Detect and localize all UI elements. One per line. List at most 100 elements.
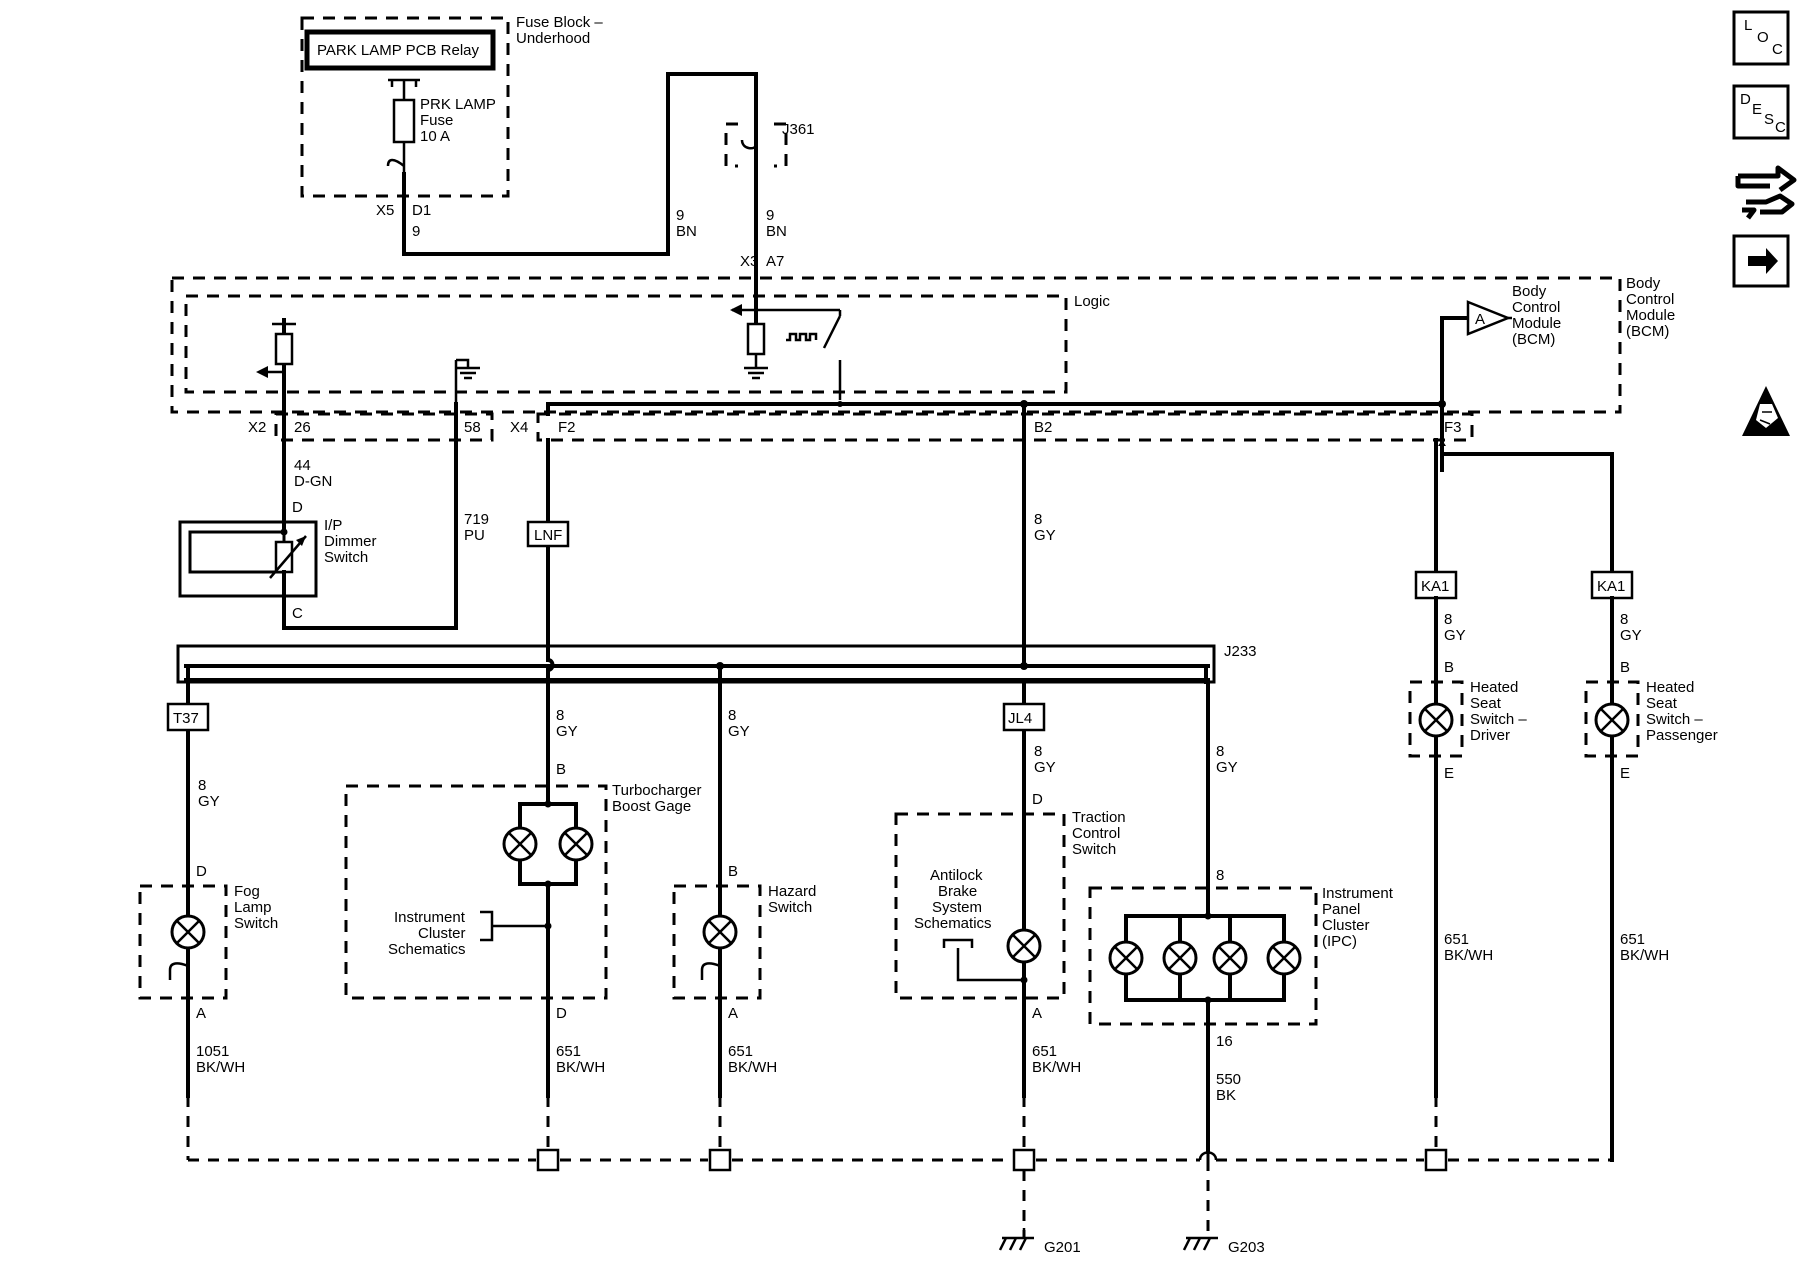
traction-label-1: Traction <box>1072 809 1126 826</box>
hazard-wire2-color: BK/WH <box>728 1059 777 1076</box>
b2-wire-color: GY <box>1034 527 1056 544</box>
seat-driver-wire2-color: BK/WH <box>1444 947 1493 964</box>
fog-wire2-num: 1051 <box>196 1043 229 1060</box>
seat-pass-label-1: Heated <box>1646 679 1694 696</box>
tag-jl4: JL4 <box>1008 710 1032 727</box>
connector-tools-icon[interactable] <box>1735 165 1797 220</box>
seat-pass-pin-b: B <box>1620 659 1630 676</box>
relay-label: PARK LAMP PCB Relay <box>317 42 480 59</box>
seat-pass-wire2-num: 651 <box>1620 931 1645 948</box>
seat-driver-label-2: Seat <box>1470 695 1502 712</box>
seat-driver-label-4: Driver <box>1470 727 1510 744</box>
wire-719-num: 719 <box>464 511 489 528</box>
seat-driver-label-1: Heated <box>1470 679 1518 696</box>
pin-f3: F3 <box>1444 419 1462 436</box>
tag-lnf: LNF <box>534 527 562 544</box>
fog-pin-d: D <box>196 863 207 880</box>
nav-desc-button[interactable]: D E S C <box>1732 84 1790 140</box>
tag-ka1-driver: KA1 <box>1421 578 1449 595</box>
right-arrow-icon <box>1748 248 1778 274</box>
tag-t37: T37 <box>173 710 199 727</box>
fog-label-2: Lamp <box>234 899 272 916</box>
fog-pin-a: A <box>196 1005 206 1022</box>
wire-9-num-left: 9 <box>676 207 684 224</box>
heated-seat-switch-passenger: KA1 8 GY B Heated Seat Switch – Passenge… <box>1584 570 1718 1162</box>
splice-j361: J361 <box>724 121 815 168</box>
tag-ka1-passenger: KA1 <box>1597 578 1625 595</box>
ground-g201: G201 <box>1044 1239 1081 1256</box>
fog-lamp-switch: T37 8 GY D Fog Lamp Switch A 1051 BK/WH <box>138 680 278 1098</box>
seat-pass-label-4: Passenger <box>1646 727 1718 744</box>
desc-e: E <box>1752 101 1762 118</box>
traction-ref-3: System <box>932 899 982 916</box>
wire-719-color: PU <box>464 527 485 544</box>
instrument-panel-cluster: 8 GY 8 Instrument Panel Cluster (IPC) 16… <box>1088 678 1394 1152</box>
ipc-wire-color: GY <box>1216 759 1238 776</box>
next-arrow-button[interactable] <box>1732 234 1790 288</box>
traction-ref-2: Brake <box>938 883 977 900</box>
ip-dimmer-switch: 44 D-GN D I/P Dimmer Switch C 719 PU <box>178 398 489 630</box>
bcm-inner-label-4: (BCM) <box>1512 331 1555 348</box>
ipc-pin-bot: 16 <box>1216 1033 1233 1050</box>
dimmer-wire-color: D-GN <box>294 473 332 490</box>
hazard-pin-a: A <box>728 1005 738 1022</box>
bcm-triangle-a: A <box>1475 311 1485 328</box>
turbo-wire2-num: 651 <box>556 1043 581 1060</box>
logic-label: Logic <box>1074 293 1110 310</box>
seat-pass-label-2: Seat <box>1646 695 1678 712</box>
fuse-block-title-2: Underhood <box>516 30 590 47</box>
splice-j233-label: J233 <box>1224 643 1257 660</box>
hazard-label-1: Hazard <box>768 883 816 900</box>
hazard-wire-num: 8 <box>728 707 736 724</box>
bcm-conn-x3: X3 <box>740 253 758 270</box>
wire-9-color-right: BN <box>766 223 787 240</box>
turbo-label-2: Boost Gage <box>612 798 691 815</box>
traction-wire2-num: 651 <box>1032 1043 1057 1060</box>
dimmer-label-3: Switch <box>324 549 368 566</box>
seat-pass-pin-e: E <box>1620 765 1630 782</box>
ground-g203: G203 <box>1228 1239 1265 1256</box>
bcm-outer-label-1: Body <box>1626 275 1661 292</box>
ipc-label-2: Panel <box>1322 901 1360 918</box>
dimmer-label-2: Dimmer <box>324 533 377 550</box>
bcm-inner-label-3: Module <box>1512 315 1561 332</box>
fuse-label-3: 10 A <box>420 128 450 145</box>
pin-26: 26 <box>294 419 311 436</box>
turbo-pin-b: B <box>556 761 566 778</box>
ipc-pin-top: 8 <box>1216 867 1224 884</box>
traction-wire2-color: BK/WH <box>1032 1059 1081 1076</box>
conn-x4: X4 <box>510 419 528 436</box>
seat-driver-wire-num: 8 <box>1444 611 1452 628</box>
traction-pin-d: D <box>1032 791 1043 808</box>
seat-pass-label-3: Switch – <box>1646 711 1703 728</box>
traction-ref-1: Antilock <box>930 867 983 884</box>
bcm-inner-label-2: Control <box>1512 299 1560 316</box>
wire-9-num-right: 9 <box>766 207 774 224</box>
nav-loc-button[interactable]: L O C <box>1732 10 1790 66</box>
seat-driver-pin-b: B <box>1444 659 1454 676</box>
hazard-wire-color: GY <box>728 723 750 740</box>
fuse-label-2: Fuse <box>420 112 453 129</box>
traction-ref-4: Schematics <box>914 915 992 932</box>
seat-driver-pin-e: E <box>1444 765 1454 782</box>
bcm-outer-label-3: Module <box>1626 307 1675 324</box>
desc-c: C <box>1775 119 1786 136</box>
turbo-label-1: Turbocharger <box>612 782 702 799</box>
hazard-label-2: Switch <box>768 899 812 916</box>
ipc-wire-num: 8 <box>1216 743 1224 760</box>
traction-control-switch: JL4 8 GY D Traction Control Switch Antil… <box>894 680 1126 1098</box>
splice-j361-label: J361 <box>782 121 815 138</box>
desc-s: S <box>1764 111 1774 128</box>
turbo-ref-1: Instrument <box>394 909 466 926</box>
fog-wire2-color: BK/WH <box>196 1059 245 1076</box>
fuse-block-underhood: PARK LAMP PCB Relay Fuse Block – Underho… <box>300 14 603 240</box>
wire-9-color-left: BN <box>676 223 697 240</box>
pin-b2: B2 <box>1034 419 1052 436</box>
ground-bus: G201 G203 <box>186 1096 1612 1256</box>
desc-d: D <box>1740 91 1751 108</box>
b2-wire-num: 8 <box>1034 511 1042 528</box>
fog-wire-color: GY <box>198 793 220 810</box>
loc-o: O <box>1757 29 1769 46</box>
turbo-wire-num: 8 <box>556 707 564 724</box>
fog-label-3: Switch <box>234 915 278 932</box>
